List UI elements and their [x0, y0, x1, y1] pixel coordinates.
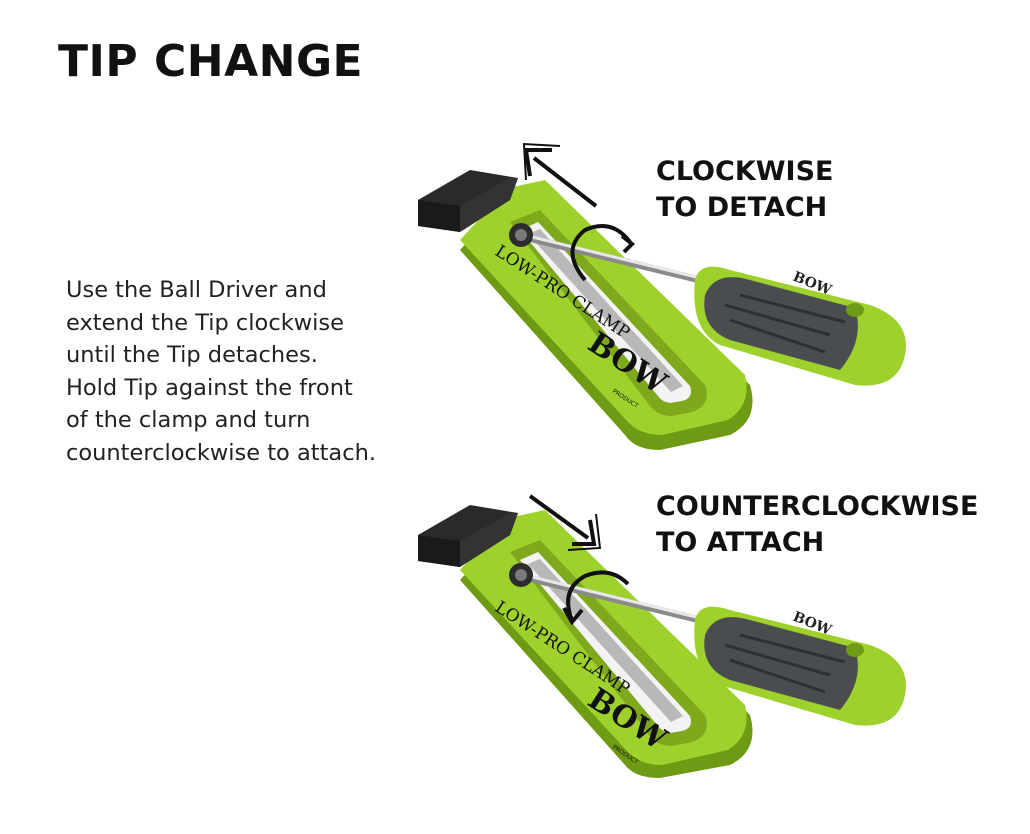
instruction-line: of the clamp and turn: [66, 407, 311, 433]
instruction-text: Use the Ball Driver and extend the Tip c…: [66, 274, 446, 469]
instruction-line: until the Tip detaches.: [66, 342, 318, 368]
ball-driver-handle: BOW: [694, 266, 906, 386]
clamp-illustration-detach: LOW-PRO CLAMP BOW PRODUCT BOW: [418, 142, 906, 450]
instruction-line: Use the Ball Driver and: [66, 277, 327, 303]
clamp-jaw: [418, 505, 518, 567]
ball-driver-handle: BOW: [694, 606, 906, 726]
step-label-attach: COUNTERCLOCKWISE TO ATTACH: [656, 491, 979, 558]
instruction-line: Hold Tip against the front: [66, 374, 353, 401]
clamp-illustration-attach: LOW-PRO CLAMP BOW PRODUCT BOW: [418, 494, 906, 778]
clamp-body: [460, 180, 753, 450]
step-label-detach: CLOCKWISE TO DETACH: [656, 156, 834, 223]
direction-arrow-in-icon: [528, 494, 590, 540]
direction-arrow-out-icon: [532, 156, 598, 208]
ball-driver-shaft: [509, 563, 704, 624]
ball-driver-shaft: [509, 223, 704, 284]
rotation-clockwise-icon: [570, 224, 632, 282]
clamp-jaw: [418, 170, 518, 232]
page-title: TIP CHANGE: [58, 36, 364, 87]
instruction-line: extend the Tip clockwise: [66, 309, 344, 336]
instruction-line: counterclockwise to attach.: [66, 439, 376, 466]
rotation-counterclockwise-icon: [566, 570, 630, 621]
